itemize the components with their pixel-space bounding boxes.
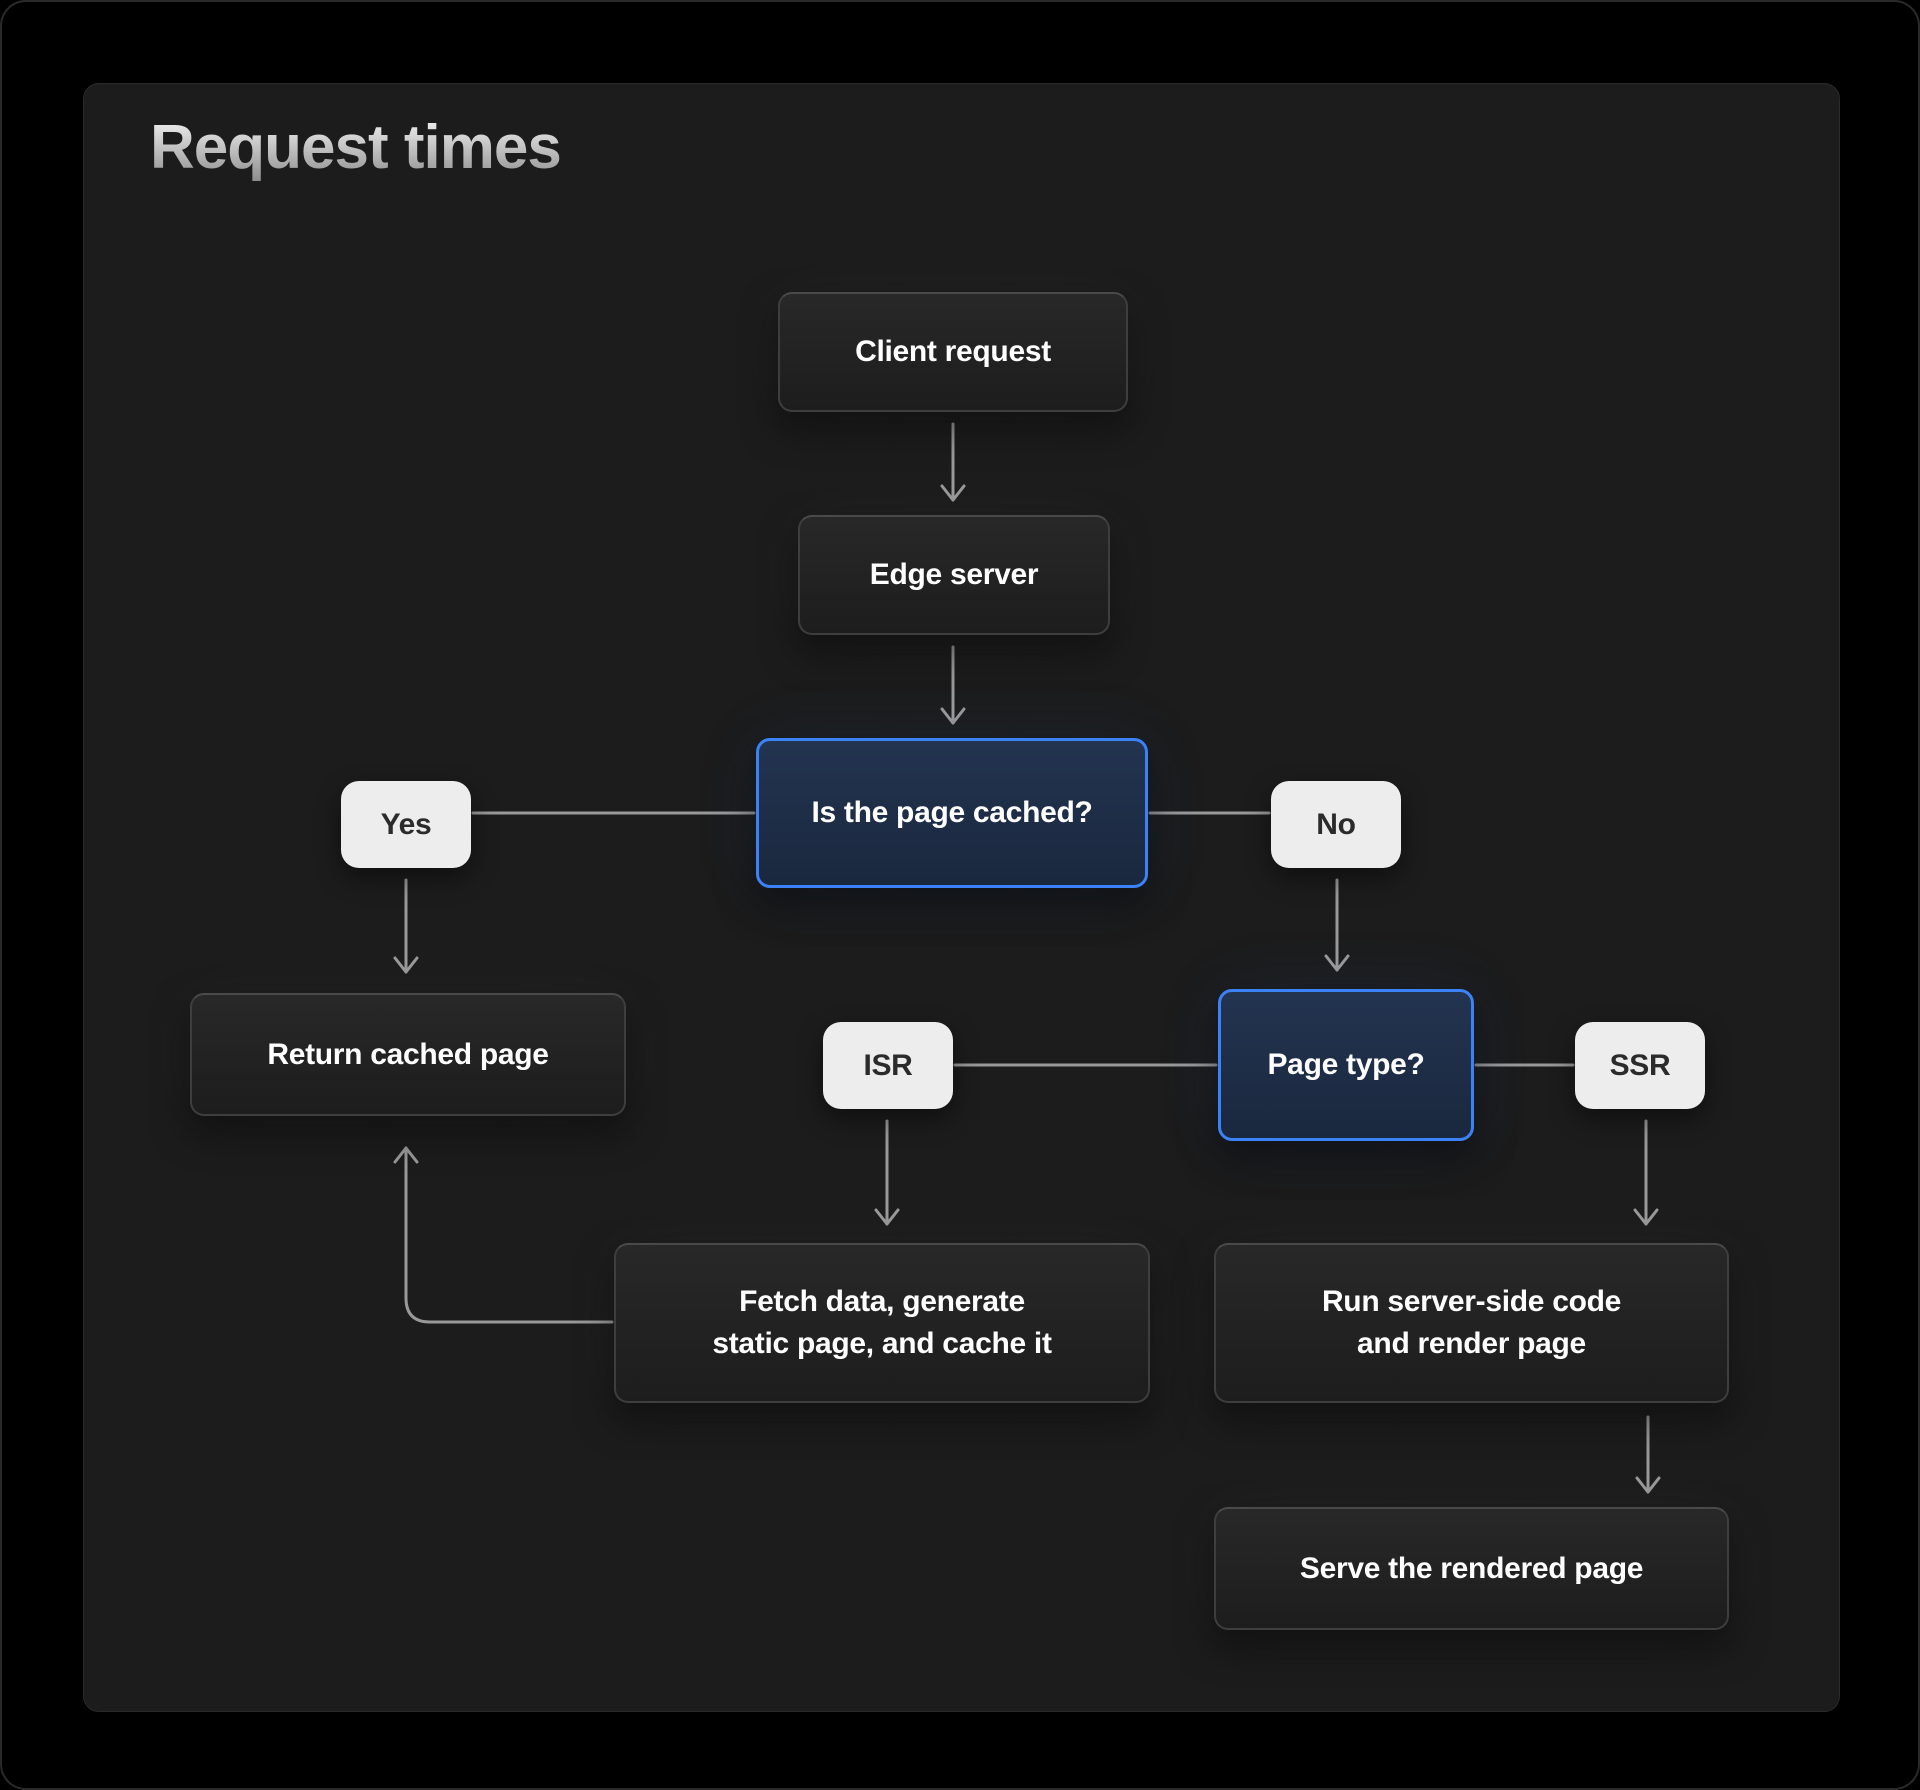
arrowhead-icon	[393, 956, 419, 974]
arrowhead-icon	[393, 1146, 419, 1164]
arrowhead-icon	[1324, 954, 1350, 972]
node-return-cached-page: Return cached page	[190, 993, 626, 1116]
node-yes: Yes	[341, 781, 471, 868]
node-ssr: SSR	[1575, 1022, 1705, 1109]
node-fetch-data-generate: Fetch data, generate static page, and ca…	[614, 1243, 1150, 1403]
page-title: Request times	[150, 113, 562, 182]
arrowhead-icon	[874, 1208, 900, 1226]
node-is-page-cached: Is the page cached?	[756, 738, 1148, 888]
arrowhead-icon	[1633, 1208, 1659, 1226]
node-serve-rendered-page: Serve the rendered page	[1214, 1507, 1729, 1630]
arrowhead-icon	[940, 707, 966, 725]
arrowhead-icon	[1635, 1476, 1661, 1494]
node-run-server-side: Run server-side code and render page	[1214, 1243, 1729, 1403]
node-edge-server: Edge server	[798, 515, 1110, 635]
arrowhead-icon	[940, 484, 966, 502]
edge-fetch-data-generate-to-return-cached-page	[404, 1146, 614, 1324]
node-client-request: Client request	[778, 292, 1128, 412]
node-no: No	[1271, 781, 1401, 868]
node-isr: ISR	[823, 1022, 953, 1109]
node-page-type: Page type?	[1218, 989, 1474, 1141]
